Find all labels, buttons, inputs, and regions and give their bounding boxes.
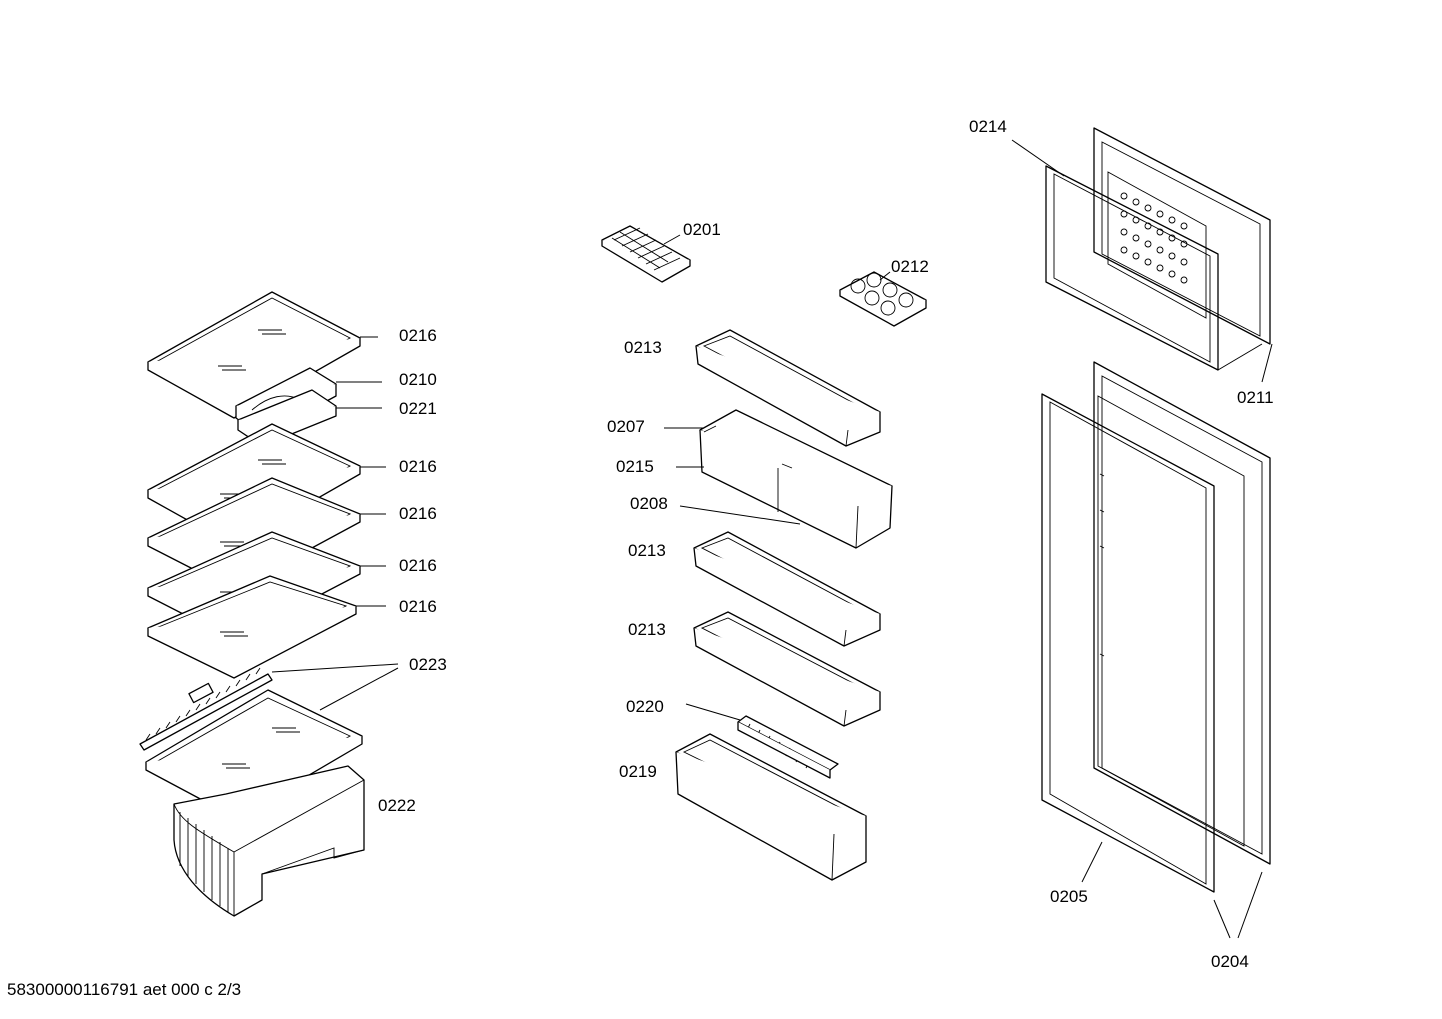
label-0212: 0212: [891, 257, 929, 276]
covered-shelf-0207: [699, 409, 893, 549]
egg-tray-0212: [839, 271, 927, 327]
label-0210: 0210: [399, 370, 437, 389]
glass-plate-0223: [145, 689, 363, 819]
label-0215: 0215: [616, 457, 654, 476]
label-0213-b: 0213: [628, 541, 666, 560]
label-0216-b: 0216: [399, 457, 437, 476]
leader-lines: [271, 139, 1273, 939]
label-0216-d: 0216: [399, 556, 437, 575]
label-0213-c: 0213: [628, 620, 666, 639]
door-shelf-0213-top: [695, 329, 881, 447]
ice-tray-0201: [601, 225, 691, 283]
shelf-0216-e: [147, 575, 357, 679]
label-0205: 0205: [1050, 887, 1088, 906]
label-0201: 0201: [683, 220, 721, 239]
label-0204: 0204: [1211, 952, 1249, 971]
label-0219: 0219: [619, 762, 657, 781]
label-0208: 0208: [630, 494, 668, 513]
document-footer: 58300000116791 aet 000 c 2/3: [7, 980, 242, 999]
bottle-holder-0220: [737, 715, 839, 779]
label-0213-a: 0213: [624, 338, 662, 357]
fridge-door-0204: [1093, 361, 1271, 865]
bottle-shelf-0219: [675, 733, 867, 881]
label-0216-c: 0216: [399, 504, 437, 523]
fridge-gasket-0205: [1041, 393, 1215, 893]
label-0216-e: 0216: [399, 597, 437, 616]
label-0223: 0223: [409, 655, 447, 674]
part-labels: 0201 0212 0214 0211 0216 0210 0221 0216 …: [378, 117, 1274, 971]
vegetable-box-0222: [173, 765, 365, 917]
label-0220: 0220: [626, 697, 664, 716]
vent-strip-0223: [139, 667, 273, 751]
label-0211: 0211: [1237, 388, 1274, 407]
label-0216-a: 0216: [399, 326, 437, 345]
door-shelf-0213-low: [693, 611, 881, 727]
label-0221: 0221: [399, 399, 437, 418]
shelf-0216-top: [147, 291, 361, 419]
door-shelf-0213-mid: [693, 531, 881, 647]
label-0222: 0222: [378, 796, 416, 815]
label-0214: 0214: [969, 117, 1007, 136]
label-0207: 0207: [607, 417, 645, 436]
